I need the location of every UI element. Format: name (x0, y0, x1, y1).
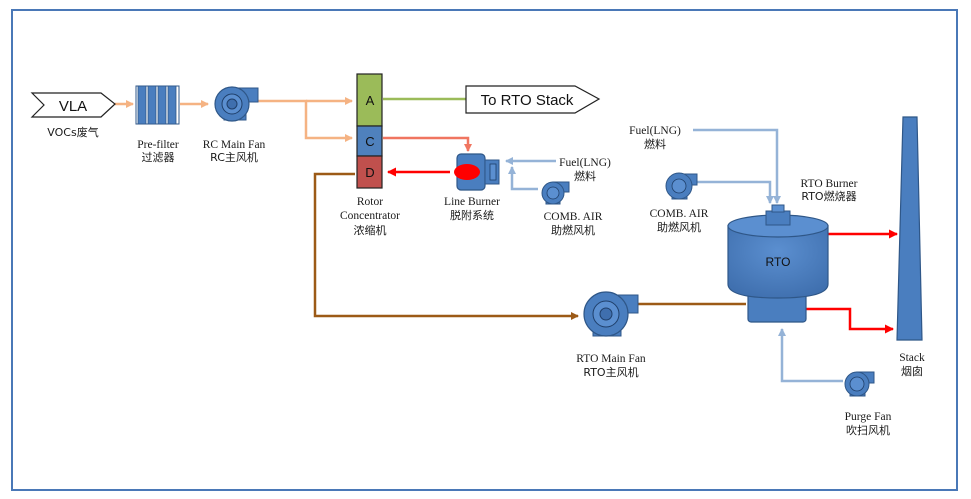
rto-main-fan-label: RTO Main Fan (576, 353, 646, 365)
rc-main-fan-label: RC Main Fan (203, 139, 266, 151)
rotor-section-a (356, 73, 383, 127)
rotor-label-a: A (366, 93, 375, 108)
rotor-label-cn: 浓缩机 (354, 223, 387, 237)
rto-burner-label: RTO Burner (801, 178, 858, 190)
flame (454, 164, 480, 180)
rc-main-fan-icon (214, 86, 259, 122)
flow-purge-to-rto (778, 328, 843, 383)
vla-label: VLA (59, 98, 87, 115)
comb-air2-label: COMB. AIR (650, 208, 709, 220)
orange-flow-lines (115, 97, 353, 142)
rto-body (727, 225, 829, 299)
rc-main-fan-label-cn: RC主风机 (210, 150, 258, 164)
rto-burner-icon (765, 210, 791, 226)
stack: Stack 烟囱 (896, 116, 925, 378)
vla-source: VLA VOCs废气 (30, 92, 116, 139)
vocs-label: VOCs废气 (47, 125, 98, 139)
flow-fan-to-rotor-c (258, 99, 353, 142)
comb-air1-label: COMB. AIR (544, 211, 603, 223)
rotor-section-d (356, 155, 383, 189)
flow-rotor-d-to-rto-fan (313, 172, 579, 320)
rotor-label-2: Concentrator (340, 210, 400, 222)
flow-rto-to-stack-lower (806, 307, 894, 334)
fuel1-label-cn: 燃料 (574, 169, 596, 183)
flow-combair1-to-burner (508, 166, 538, 191)
purge-fan-icon (844, 371, 875, 397)
rto-main-fan-icon (583, 291, 639, 337)
rotor-label: Rotor (357, 196, 383, 208)
line-burner-label: Line Burner (444, 196, 500, 208)
fuel1-label: Fuel(LNG) (559, 157, 611, 169)
fuel2-label: Fuel(LNG) (629, 125, 681, 137)
line-burner-label-cn: 脱附系统 (450, 208, 494, 222)
rotor-label-c: C (365, 134, 374, 149)
fuel2-label-cn: 燃料 (644, 137, 666, 151)
vla-shape (30, 92, 116, 118)
rto-label: RTO (766, 255, 791, 269)
comb-air2-label-cn: 助燃风机 (657, 220, 701, 234)
to-rto-stack: To RTO Stack (465, 85, 601, 114)
stack-label: Stack (899, 352, 925, 364)
comb-air-fan2-icon (665, 172, 698, 200)
prefilter: Pre-filter 过滤器 (135, 85, 180, 164)
rto-burner-label-cn: RTO燃烧器 (801, 189, 856, 203)
lightblue-flow-lines (505, 128, 843, 383)
purge-fan-label-cn: 吹扫风机 (846, 423, 890, 437)
stack-shape (896, 116, 923, 341)
rotor-concentrator: A C D Rotor Concentrator 浓缩机 (340, 73, 400, 237)
flow-combair2-to-rto-burner (695, 180, 774, 204)
line-burner-icon (454, 153, 500, 191)
rto-main-fan-label-cn: RTO主风机 (583, 365, 638, 379)
prefilter-label: Pre-filter (137, 139, 179, 151)
rotor-label-d: D (365, 165, 374, 180)
comb-air-fan1-icon (541, 181, 570, 205)
purge-fan-label: Purge Fan (845, 411, 892, 423)
stack-label-cn: 烟囱 (901, 364, 923, 378)
rto-vessel: RTO (727, 204, 829, 323)
comb-air1-label-cn: 助燃风机 (551, 223, 595, 237)
to-rto-stack-label: To RTO Stack (481, 92, 574, 109)
flow-rotor-c-to-burner (383, 136, 472, 152)
prefilter-label-cn: 过滤器 (142, 151, 175, 164)
flow-fuel2-to-rto-burner (693, 128, 781, 204)
